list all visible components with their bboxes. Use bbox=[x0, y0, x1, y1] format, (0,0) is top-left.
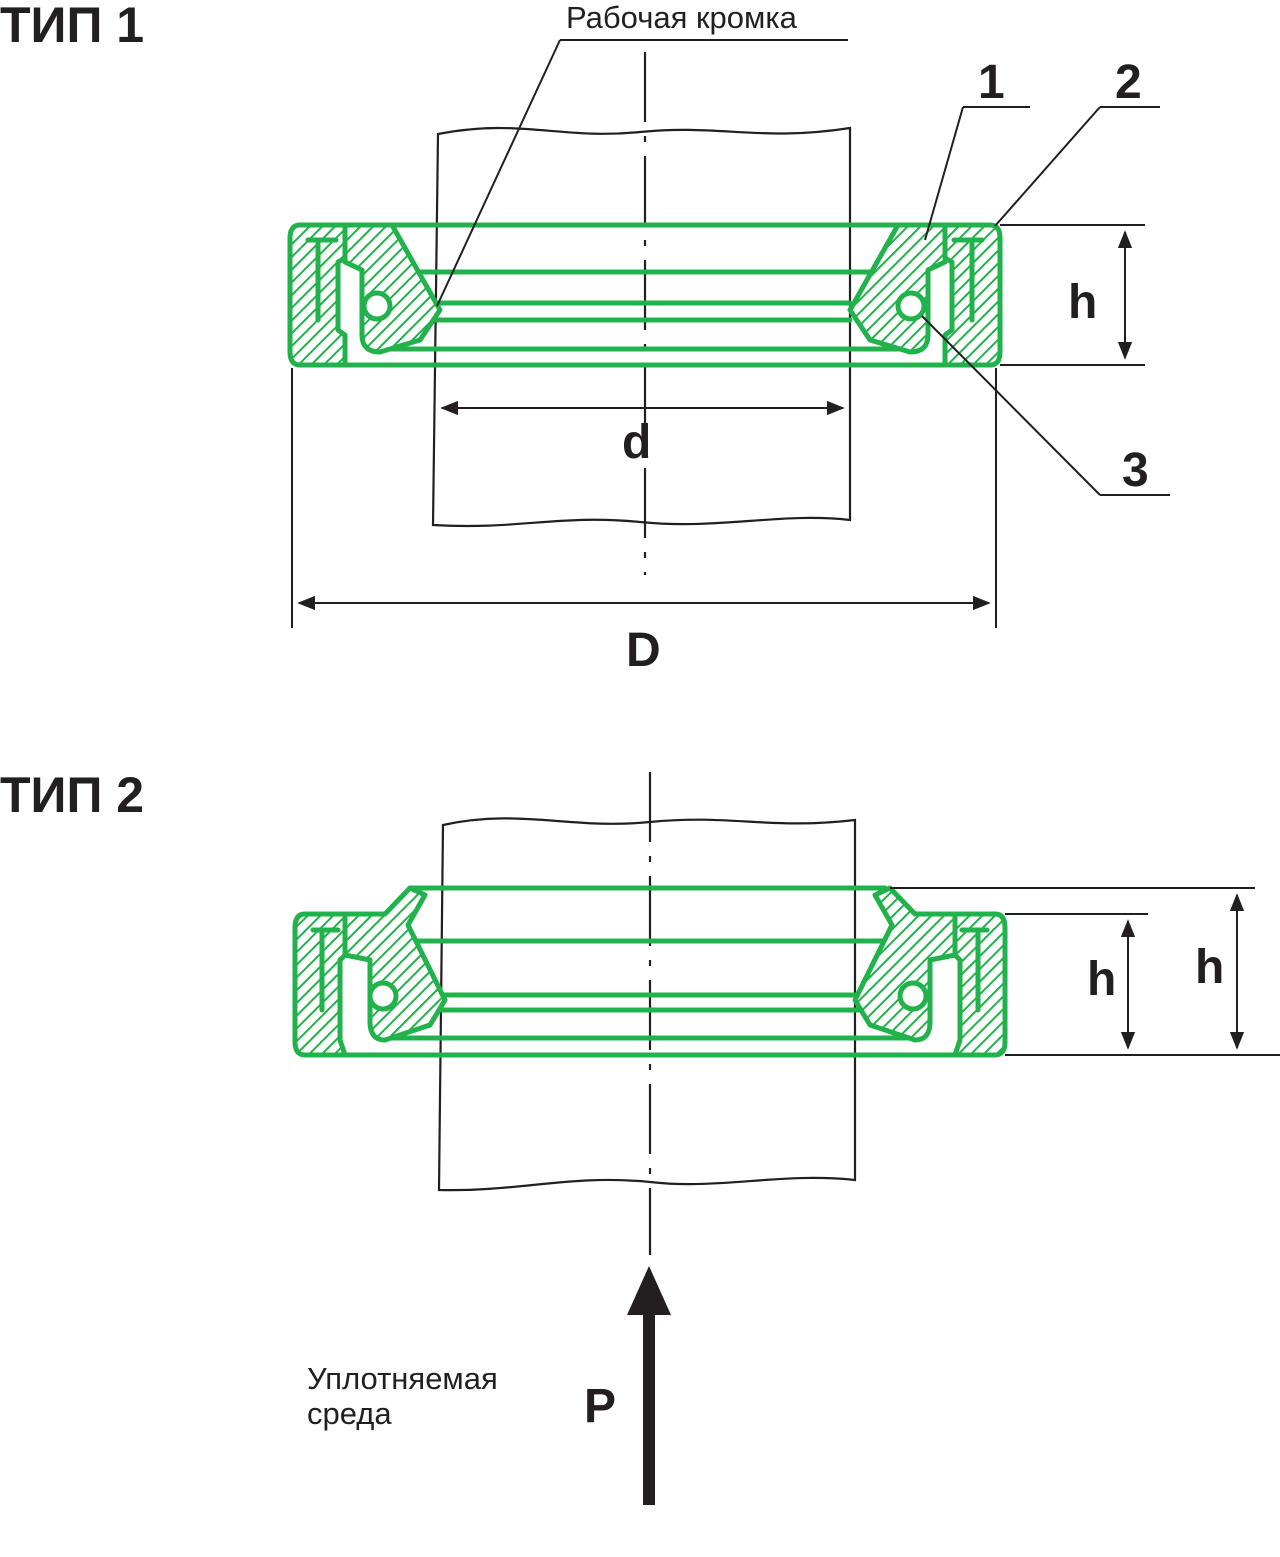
type1-lip-label: Рабочая кромка bbox=[566, 0, 798, 35]
callout-3-leader bbox=[921, 315, 1101, 496]
medium-label-line2: среда bbox=[307, 1396, 392, 1431]
medium-label-line1: Уплотняемая bbox=[307, 1361, 498, 1396]
type2-shaft bbox=[437, 817, 857, 1192]
type2-dim-h-inner: h bbox=[1087, 953, 1116, 1006]
type2-seal bbox=[292, 885, 1008, 1058]
type1-dim-h: h bbox=[1068, 276, 1097, 329]
type2-title: ТИП 2 bbox=[0, 767, 144, 823]
type2-drawing: ТИП 2 bbox=[0, 767, 1280, 1505]
type1-shaft bbox=[431, 126, 852, 528]
callout-1-leader bbox=[924, 106, 964, 241]
pressure-arrow-head bbox=[627, 1266, 671, 1315]
callout-3: 3 bbox=[1122, 444, 1149, 497]
type2-dim-h-outer: h bbox=[1195, 941, 1224, 994]
type1-seal bbox=[287, 222, 1003, 368]
callout-2: 2 bbox=[1115, 56, 1142, 109]
callout-2-leader bbox=[994, 106, 1101, 227]
pressure-label: P bbox=[584, 1380, 616, 1433]
type1-dim-D: D bbox=[626, 624, 661, 677]
type1-dim-d: d bbox=[622, 416, 651, 469]
type1-drawing: ТИП 1 Рабочая кромка bbox=[0, 0, 1170, 677]
type1-lip-leader bbox=[436, 39, 561, 307]
type1-title: ТИП 1 bbox=[0, 0, 144, 53]
callout-1: 1 bbox=[978, 56, 1005, 109]
